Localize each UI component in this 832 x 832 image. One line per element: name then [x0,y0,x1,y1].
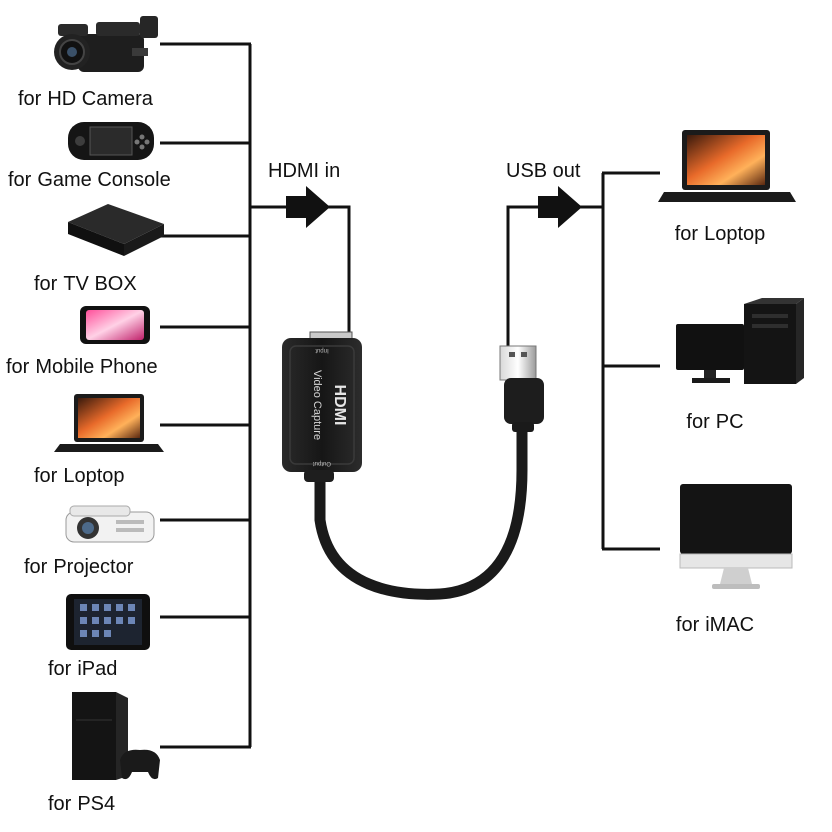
usb-out-wire [506,205,603,348]
output-label-prefix: for [686,411,710,433]
input-label-name: iPad [77,658,118,680]
output-label-name: iMAC [705,614,755,636]
input-label-name: TV BOX [63,273,137,295]
input-label-prefix: for [34,273,58,295]
input-label-prefix: for [34,465,58,487]
laptop-icon [658,130,796,202]
input-bus [160,42,351,749]
input-label-prefix: for [48,793,72,815]
dongle-output-port-label: Output [313,460,331,466]
input-label-prefix: for [8,169,32,191]
video-camera-icon [54,16,158,72]
projector-icon [65,505,155,543]
ps4-console-icon [72,692,160,780]
laptop-icon [54,394,164,452]
tablet-icon [66,594,150,650]
hdmi-in-wire [250,205,351,338]
hdmi-capture-dongle-icon [282,331,362,482]
desktop-pc-icon [676,298,804,384]
usb-cable [314,414,528,600]
output-label-prefix: for [675,614,700,636]
input-label-name: PS4 [77,793,116,815]
dongle-brand-logo: HDMI [331,385,348,426]
dongle-product-text: Video Capture [311,370,323,440]
hdmi-in-arrow [286,186,330,228]
output-bus [506,171,660,551]
input-label-prefix: for [48,658,72,680]
output-label-name: PC [715,411,744,433]
input-label-prefix: for [18,88,42,110]
usb-out-arrow [538,186,582,228]
input-label-prefix: for [24,556,48,578]
output-label-name: Loptop [704,223,766,245]
input-label-prefix: for [6,356,30,378]
input-label-name: Game Console [37,169,171,191]
input-label-name: HD Camera [47,88,153,110]
handheld-console-icon [68,122,154,160]
dongle-input-port-label: Input [315,347,329,353]
hdmi-in-label: HDMI in [268,160,341,182]
imac-icon [679,484,793,589]
usb-out-label: USB out [506,160,581,182]
usb-plug-icon [499,345,544,432]
smartphone-icon [80,306,150,344]
input-label-name: Mobile Phone [35,356,158,378]
tv-box-icon [68,204,164,256]
output-label-prefix: for [674,223,699,245]
input-label-name: Projector [53,556,134,578]
input-label-name: Loptop [63,465,125,487]
